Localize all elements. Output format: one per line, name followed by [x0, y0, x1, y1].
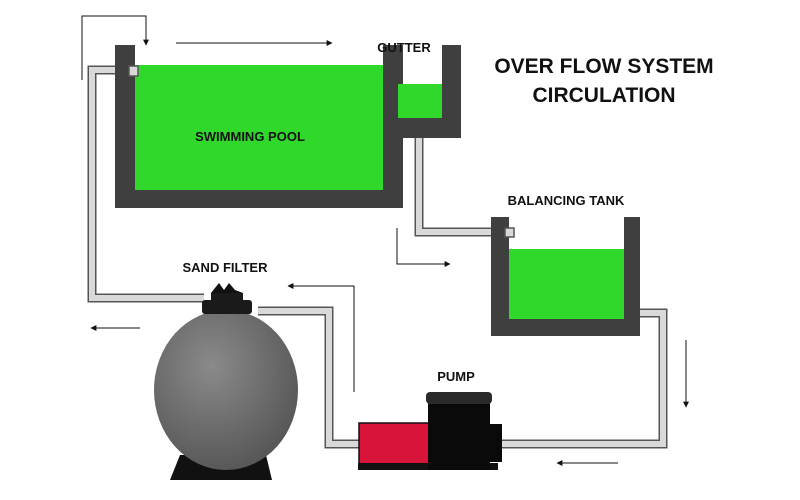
- tank-water: [509, 249, 624, 319]
- flow-arrow-up-to-filter: [287, 283, 355, 392]
- diagram-title-line1: OVER FLOW SYSTEM: [494, 55, 713, 78]
- gutter-water: [398, 84, 442, 118]
- pump-strainer-lid: [426, 392, 492, 404]
- balancing-tank-label: BALANCING TANK: [508, 193, 625, 208]
- sand-filter: SAND FILTER: [154, 260, 298, 480]
- pipe-network: [87, 65, 668, 449]
- filter-valve-body: [211, 293, 243, 303]
- pump-label: PUMP: [437, 369, 475, 384]
- pump-inlet-port: [488, 424, 502, 462]
- pool-water: [135, 65, 383, 190]
- gutter-label: GUTTER: [377, 40, 431, 55]
- gutter-walls: [398, 45, 461, 138]
- filter-valve-collar: [202, 300, 252, 314]
- flow-arrow-into-pool: [81, 15, 149, 80]
- filter-tank: [154, 310, 298, 470]
- diagram-title-line2: CIRCULATION: [532, 84, 675, 107]
- flow-arrows: [81, 15, 689, 466]
- swimming-pool: SWIMMING POOL: [115, 45, 403, 208]
- flow-arrow-down-to-tank: [396, 228, 451, 267]
- sand-filter-label: SAND FILTER: [183, 260, 269, 275]
- filter-valve-handle: [211, 283, 243, 293]
- pool-walls: [115, 45, 403, 208]
- pool-inlet-nozzle: [128, 65, 139, 77]
- balancing-tank: BALANCING TANK: [491, 193, 640, 336]
- tank-inlet-nozzle: [504, 227, 515, 238]
- swimming-pool-label: SWIMMING POOL: [195, 129, 305, 144]
- pump-motor: [358, 422, 432, 465]
- gutter: GUTTER: [377, 40, 461, 138]
- pump-housing: [428, 400, 490, 470]
- pump: PUMP: [358, 369, 502, 470]
